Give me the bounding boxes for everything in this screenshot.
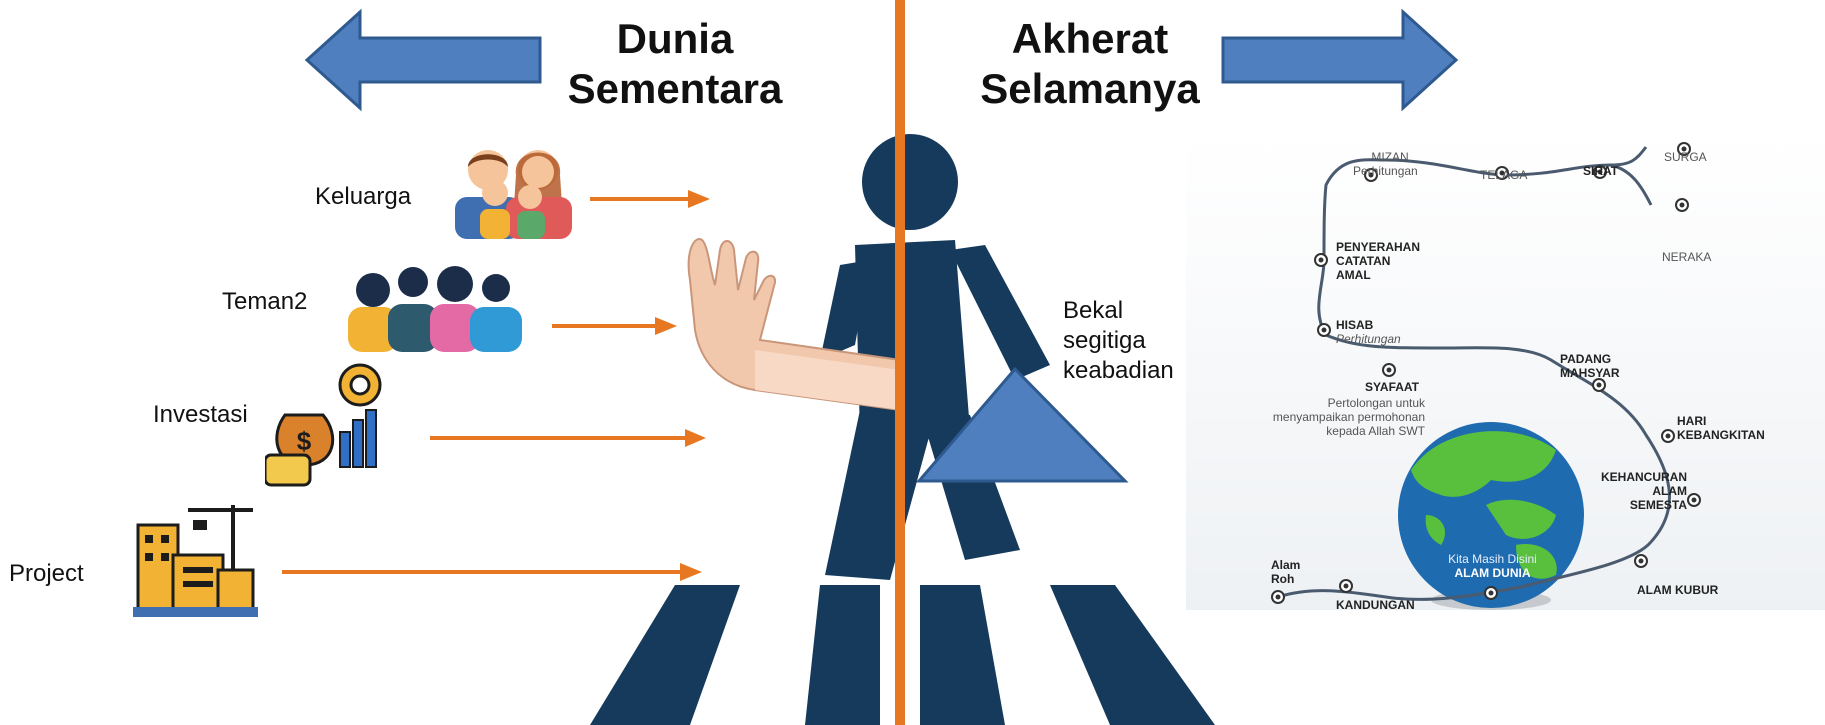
tl-mizan: MIZAN — [1370, 150, 1410, 164]
friends-icon — [348, 266, 522, 352]
tl-penyerahan-1: PENYERAHAN — [1336, 240, 1421, 254]
title-akherat-line2: Selamanya — [980, 65, 1200, 112]
investment-icon: $ — [265, 363, 382, 487]
tl-kehancuran-3: SEMESTA — [1629, 498, 1687, 512]
tl-kandungan: KANDUNGAN — [1336, 598, 1415, 612]
tl-hari-1: HARI — [1677, 414, 1707, 428]
tl-alam-roh-1: Alam — [1271, 558, 1301, 572]
left-arrow — [305, 8, 542, 112]
tl-padang-1: PADANG — [1560, 352, 1612, 366]
tl-hari: HARI KEBANGKITAN — [1677, 414, 1765, 442]
tl-kita: Kita Masih Disini ALAM DUNIA — [1430, 552, 1555, 580]
building-project-icon — [133, 505, 258, 617]
bekal-line3: keabadian — [1063, 357, 1174, 384]
tl-padang-2: MAHSYAR — [1560, 366, 1620, 380]
label-investasi: Investasi — [153, 401, 248, 428]
tl-alam-kubur: ALAM KUBUR — [1637, 583, 1719, 597]
title-dunia-line1: Dunia — [616, 15, 734, 62]
label-keluarga: Keluarga — [315, 183, 412, 210]
title-akherat-line1: Akherat — [1011, 15, 1169, 62]
tl-neraka: NERAKA — [1662, 250, 1712, 264]
arrow-teman — [552, 317, 677, 335]
triangle-shape — [915, 366, 1129, 483]
bekal-line1: Bekal — [1063, 297, 1124, 324]
tl-kita-1: Kita Masih Disini — [1448, 552, 1537, 566]
tl-padang: PADANG MAHSYAR — [1560, 352, 1620, 380]
title-akherat: Akherat Selamanya — [960, 14, 1220, 114]
arrow-project — [282, 563, 702, 581]
tl-kita-2: ALAM DUNIA — [1454, 566, 1531, 580]
tl-penyerahan: PENYERAHAN CATATAN AMAL — [1336, 240, 1420, 282]
tl-syafaat-desc-2: menyampaikan permohonan — [1272, 410, 1425, 424]
svg-text:$: $ — [297, 426, 312, 456]
tl-kehancuran-1: KEHANCURAN — [1601, 470, 1687, 484]
tl-syafaat-desc-1: Pertolongan untuk — [1327, 396, 1425, 410]
tl-mizan-title: MIZAN — [1371, 150, 1409, 164]
title-dunia: Dunia Sementara — [540, 14, 810, 114]
tl-penyerahan-2: CATATAN — [1336, 254, 1391, 268]
tl-alam-roh: Alam Roh — [1271, 558, 1300, 586]
tl-kehancuran-2: ALAM — [1652, 484, 1687, 498]
tl-sirat: SIRAT — [1583, 164, 1619, 178]
crosswalk — [590, 585, 1215, 725]
tl-syafaat-desc-3: kepada Allah SWT — [1326, 424, 1425, 438]
tl-telaga: TELAGA — [1480, 168, 1528, 182]
divider-line — [895, 0, 905, 725]
label-project: Project — [9, 560, 84, 587]
stop-hand-icon — [687, 238, 900, 412]
bekal-label: Bekal segitiga keabadian — [1063, 296, 1174, 386]
arrow-investasi — [430, 429, 706, 447]
tl-penyerahan-3: AMAL — [1336, 268, 1371, 282]
right-arrow — [1221, 8, 1459, 112]
label-teman: Teman2 — [222, 288, 308, 315]
title-dunia-line2: Sementara — [567, 65, 783, 112]
tl-kehancuran: KEHANCURAN ALAM SEMESTA — [1597, 470, 1687, 512]
tl-hisab: HISAB — [1336, 318, 1374, 332]
tl-mizan-sub: Perhitungan — [1353, 164, 1418, 178]
tl-syafaat: SYAFAAT — [1365, 380, 1420, 394]
timeline-path — [1271, 142, 1701, 610]
tl-surga: SURGA — [1664, 150, 1707, 164]
bekal-line2: segitiga — [1063, 327, 1146, 354]
tl-hari-2: KEBANGKITAN — [1677, 428, 1765, 442]
family-icon — [455, 150, 572, 239]
tl-hisab-sub: Perhitungan — [1336, 332, 1401, 346]
tl-alam-roh-2: Roh — [1271, 572, 1295, 586]
arrow-keluarga — [590, 190, 710, 208]
tl-syafaat-desc: Pertolongan untuk menyampaikan permohona… — [1225, 396, 1425, 438]
